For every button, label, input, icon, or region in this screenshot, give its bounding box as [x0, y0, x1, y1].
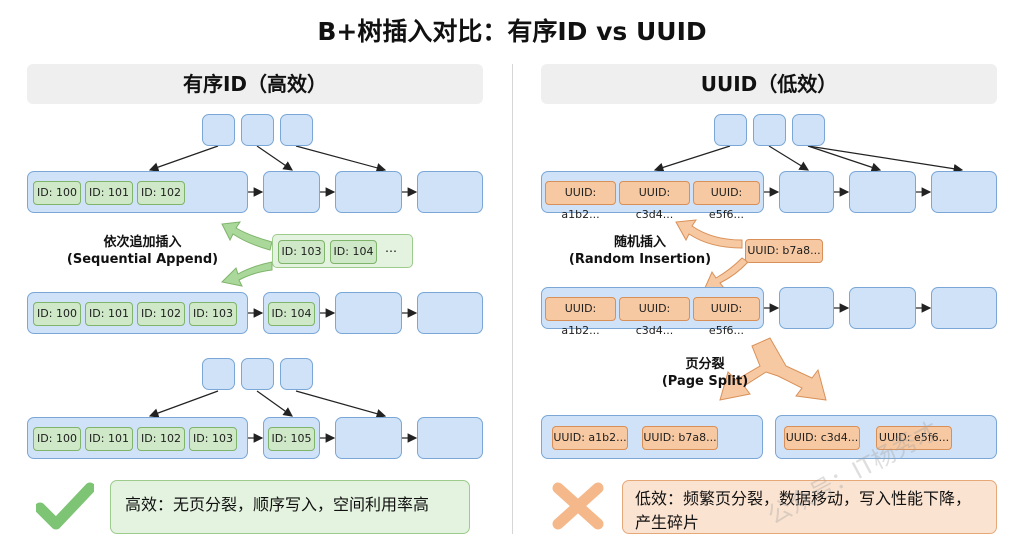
sequential-append-arrows — [220, 221, 273, 287]
key-chip: UUID: e5f6... — [693, 297, 760, 337]
key-chip: ID: 100 — [33, 427, 81, 451]
key-chip: ID: 103 — [189, 427, 237, 451]
left-tree1-leaf — [263, 171, 320, 213]
left-tree1-root-key — [241, 114, 274, 146]
right-tree1-leaf-full: UUID: a1b2... UUID: c3d4... UUID: e5f6..… — [541, 171, 764, 221]
left-tree1-edges — [148, 145, 418, 197]
key-chip: ID: 102 — [137, 302, 185, 326]
left-tree1-leaf — [335, 171, 402, 213]
key-chip: UUID: e5f6... — [876, 426, 952, 450]
sequential-append-label: 依次追加插入 (Sequential Append) — [66, 235, 219, 267]
left-tree1-leaf-full: ID: 100 ID: 101 ID: 102 — [27, 171, 248, 213]
incoming-uuid-key: UUID: b7a8... — [745, 239, 823, 263]
right-tree1-leaf — [779, 171, 834, 213]
left-tree2-leaf — [335, 292, 402, 334]
right-tree2-leaf — [849, 287, 916, 329]
incoming-keys-box: ID: 103 ID: 104 … — [272, 234, 413, 268]
right-tree2-leaf — [779, 287, 834, 329]
right-tree2-leaf-full: UUID: a1b2... UUID: c3d4... UUID: e5f6..… — [541, 287, 764, 337]
left-summary: 高效：无页分裂，顺序写入，空间利用率高 — [110, 480, 470, 534]
key-chip: ID: 102 — [137, 181, 185, 205]
page-split-label: 页分裂 (Page Split) — [661, 357, 749, 389]
left-tree3-root-key — [202, 358, 235, 390]
left-tree1-leaf — [417, 171, 483, 213]
key-chip: UUID: c3d4... — [619, 181, 690, 221]
cross-icon — [552, 482, 604, 530]
key-chip: UUID: a1b2... — [545, 181, 616, 221]
key-chip: ID: 104 — [330, 240, 377, 264]
key-chip: ID: 101 — [85, 427, 133, 451]
left-tree2-leaf-full: ID: 100 ID: 101 ID: 102 ID: 103 — [27, 292, 248, 334]
left-tree3-root-key — [241, 358, 274, 390]
random-insert-label: 随机插入 (Random Insertion) — [568, 235, 712, 267]
right-tree2-leaf — [931, 287, 997, 329]
left-tree3-root-key — [280, 358, 313, 390]
check-icon — [36, 482, 94, 530]
key-chip: UUID: c3d4... — [784, 426, 860, 450]
key-chip: ID: 101 — [85, 181, 133, 205]
ellipsis: … — [385, 241, 397, 255]
right-summary: 低效：频繁页分裂，数据移动，写入性能下降，产生碎片 — [622, 480, 997, 534]
left-tree3-leaf: ID: 105 — [263, 417, 320, 459]
left-tree2-leaf: ID: 104 — [263, 292, 320, 334]
key-chip: UUID: a1b2... — [552, 426, 628, 450]
right-tree1-root-key — [714, 114, 747, 146]
right-tree1-leaf — [931, 171, 997, 213]
left-panel-heading: 有序ID（高效） — [27, 64, 483, 104]
right-tree1-root-key — [792, 114, 825, 146]
split-page-right: UUID: c3d4... UUID: e5f6... — [775, 415, 997, 459]
key-chip: UUID: a1b2... — [545, 297, 616, 337]
right-tree1-leaf — [849, 171, 916, 213]
page-split-arrow — [719, 337, 827, 401]
left-tree3-leaf — [417, 417, 483, 459]
split-page-left: UUID: a1b2... UUID: b7a8... — [541, 415, 763, 459]
left-tree3-leaf — [335, 417, 402, 459]
key-chip: UUID: b7a8... — [642, 426, 718, 450]
panel-divider — [512, 64, 513, 534]
right-panel-heading: UUID（低效） — [541, 64, 997, 104]
key-chip: UUID: e5f6... — [693, 181, 760, 221]
key-chip: ID: 103 — [278, 240, 325, 264]
key-chip: ID: 100 — [33, 181, 81, 205]
main-title: B+树插入对比：有序ID vs UUID — [317, 17, 707, 46]
key-chip: ID: 105 — [268, 427, 315, 451]
key-chip: ID: 100 — [33, 302, 81, 326]
right-tree1-edges — [653, 145, 964, 197]
key-chip: ID: 104 — [268, 302, 315, 326]
key-chip: ID: 102 — [137, 427, 185, 451]
key-chip: UUID: c3d4... — [619, 297, 690, 337]
left-tree2-leaf — [417, 292, 483, 334]
left-tree3-edges — [148, 390, 418, 443]
left-tree3-leaf-full: ID: 100 ID: 101 ID: 102 ID: 103 — [27, 417, 248, 459]
left-tree1-root-key — [202, 114, 235, 146]
right-tree1-root-key — [753, 114, 786, 146]
key-chip: ID: 103 — [189, 302, 237, 326]
left-tree1-root-key — [280, 114, 313, 146]
key-chip: ID: 101 — [85, 302, 133, 326]
